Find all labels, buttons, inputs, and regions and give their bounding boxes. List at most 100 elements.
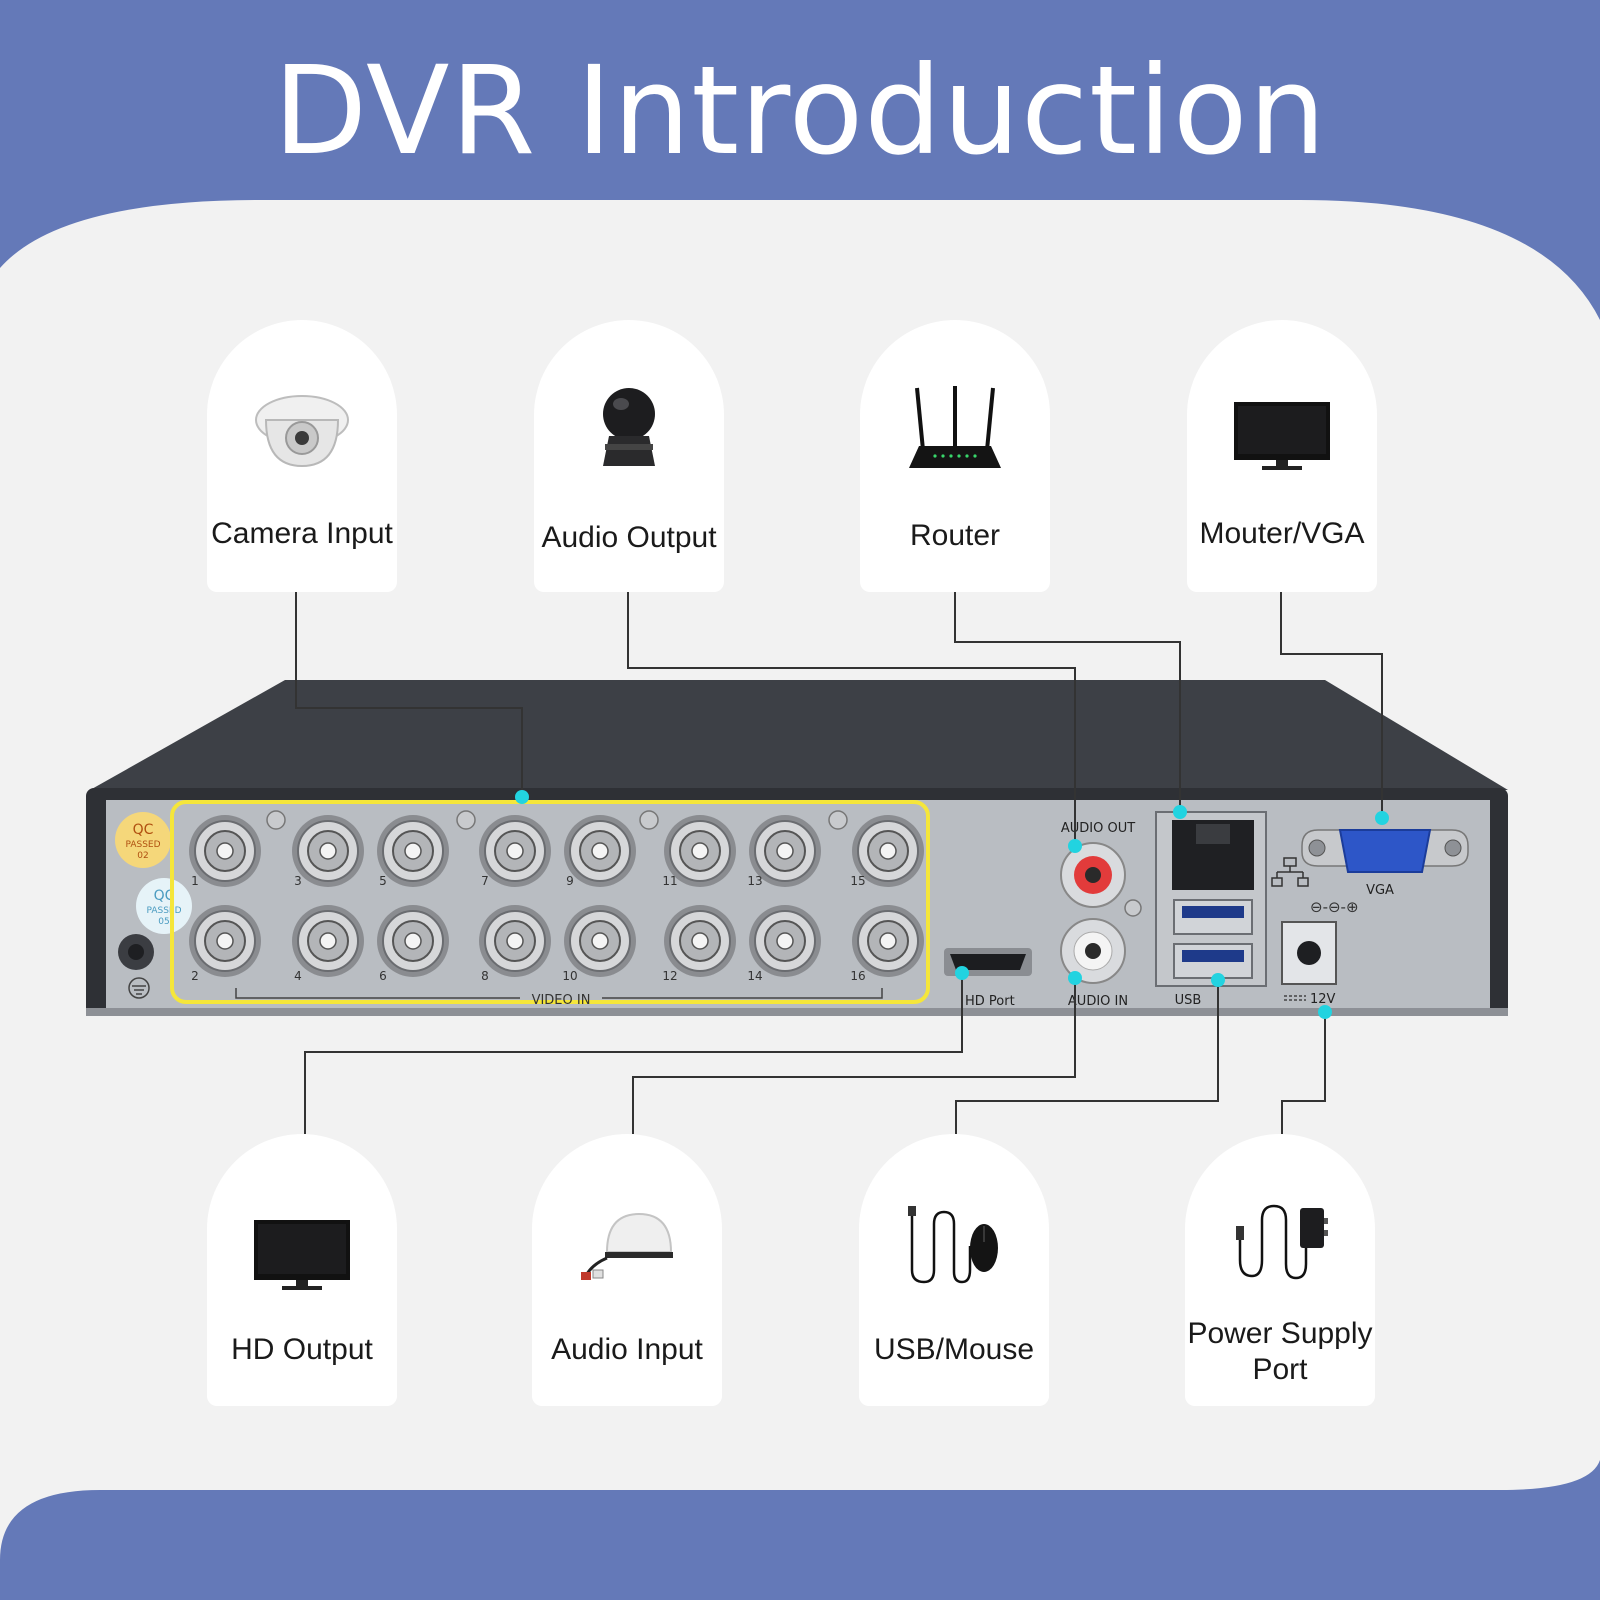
monitor-icon <box>1232 380 1332 480</box>
connector-router <box>954 592 1181 812</box>
panel-screw <box>456 810 476 830</box>
hd-port-label: HD Port <box>965 994 1015 1009</box>
power-label: 12V <box>1310 992 1336 1007</box>
card-hd-output: HD Output <box>207 1134 397 1406</box>
bnc-connector-pin-8 <box>506 932 524 950</box>
card-usb-mouse: USB/Mouse <box>859 1134 1049 1406</box>
port-number-14: 14 <box>747 969 762 983</box>
dvr-top-lid <box>90 680 1508 790</box>
dot-audio-output <box>1068 839 1082 853</box>
vga-screw-right <box>1444 839 1462 857</box>
port-number-3: 3 <box>294 874 302 888</box>
network-icon <box>1271 857 1309 887</box>
usb-port-2-tongue <box>1182 950 1244 962</box>
power-adapter-icon <box>1230 1200 1330 1300</box>
vga-label: VGA <box>1366 883 1394 898</box>
connector-camera-input <box>295 592 523 796</box>
port-number-15: 15 <box>850 874 865 888</box>
card-label-monitor-vga: Mouter/VGA <box>1199 517 1365 550</box>
panel-screw <box>828 810 848 830</box>
dot-usb <box>1211 973 1225 987</box>
bnc-connector-pin-15 <box>879 842 897 860</box>
port-number-6: 6 <box>379 969 387 983</box>
dome-camera-icon <box>252 380 352 480</box>
dot-router <box>1173 805 1187 819</box>
port-number-9: 9 <box>566 874 574 888</box>
port-number-8: 8 <box>481 969 489 983</box>
port-number-1: 1 <box>191 874 199 888</box>
bnc-connector-pin-11 <box>691 842 709 860</box>
ground-symbol <box>132 985 146 995</box>
port-number-7: 7 <box>481 874 489 888</box>
connector-power-supply <box>1281 1012 1326 1134</box>
qc-sticker-2-line2: PASSED <box>146 906 181 916</box>
connector-hd-output <box>304 974 963 1134</box>
card-label-audio-input: Audio Input <box>551 1333 703 1366</box>
connector-usb-mouse <box>955 980 1219 1134</box>
card-label-usb-mouse: USB/Mouse <box>873 1333 1035 1366</box>
card-monitor-vga: Mouter/VGA <box>1187 320 1377 592</box>
video-in-highlight <box>170 800 930 1004</box>
port-number-13: 13 <box>747 874 762 888</box>
card-label-camera-input: Camera Input <box>211 517 393 550</box>
card-power-supply: Power Supply Port <box>1185 1134 1375 1406</box>
dot-audio-in <box>1068 971 1082 985</box>
card-router: Router <box>860 320 1050 592</box>
panel-screw <box>639 810 659 830</box>
bnc-connector-pin-16 <box>879 932 897 950</box>
usb-label: USB <box>1175 993 1202 1008</box>
ground-terminal-core <box>128 944 144 960</box>
router-icon <box>905 380 1005 480</box>
tv-icon <box>252 1200 352 1300</box>
dc-symbol <box>1284 995 1306 1001</box>
qc-sticker-1-line1: QC <box>133 822 154 838</box>
card-label-hd-output: HD Output <box>231 1333 373 1366</box>
card-label-power-supply-line1: Power Supply <box>1187 1317 1373 1350</box>
screw-audio <box>1124 899 1142 917</box>
card-label-power-supply-line2: Port <box>1252 1353 1308 1386</box>
hdmi-port-opening <box>950 954 1026 970</box>
connector-audio-input <box>632 980 1076 1134</box>
ground-icon <box>128 977 150 999</box>
qc-sticker-2-line3: 05 <box>158 917 169 927</box>
connector-audio-output <box>627 592 1076 845</box>
audio-out-label: AUDIO OUT <box>1061 821 1135 836</box>
bnc-connector-pin-4 <box>319 932 337 950</box>
audio-in-label: AUDIO IN <box>1068 994 1128 1009</box>
card-label-audio-output: Audio Output <box>541 521 717 554</box>
bnc-connector-pin-10 <box>591 932 609 950</box>
bnc-connector-pin-12 <box>691 932 709 950</box>
microphone-icon <box>577 1200 677 1300</box>
bnc-connector-pin-14 <box>776 932 794 950</box>
video-in-bracket <box>235 988 883 999</box>
card-label-router: Router <box>909 519 1001 552</box>
port-number-4: 4 <box>294 969 302 983</box>
port-number-5: 5 <box>379 874 387 888</box>
usb-port-1-tongue <box>1182 906 1244 918</box>
audio-in-jack-pin <box>1085 943 1101 959</box>
port-number-2: 2 <box>191 969 199 983</box>
speaker-icon <box>579 380 679 480</box>
page-title: DVR Introduction <box>273 40 1327 182</box>
port-number-12: 12 <box>662 969 677 983</box>
bnc-connector-pin-3 <box>319 842 337 860</box>
dot-hd-port <box>955 966 969 980</box>
power-port-hole <box>1297 941 1321 965</box>
bnc-connector-pin-2 <box>216 932 234 950</box>
dot-vga <box>1375 811 1389 825</box>
dvr-bottom-edge <box>86 1008 1508 1016</box>
qc-sticker-2 <box>136 878 192 934</box>
card-audio-output: Audio Output <box>534 320 724 592</box>
audio-out-jack-pin <box>1085 867 1101 883</box>
port-number-11: 11 <box>662 874 677 888</box>
bnc-connector-pin-7 <box>506 842 524 860</box>
qc-sticker-2-line1: QC <box>154 888 175 904</box>
lan-port-tab <box>1196 824 1230 844</box>
bnc-connector-pin-1 <box>216 842 234 860</box>
bnc-connector-pin-9 <box>591 842 609 860</box>
bnc-connector-pin-13 <box>776 842 794 860</box>
mouse-icon <box>904 1200 1004 1300</box>
panel-screw <box>266 810 286 830</box>
